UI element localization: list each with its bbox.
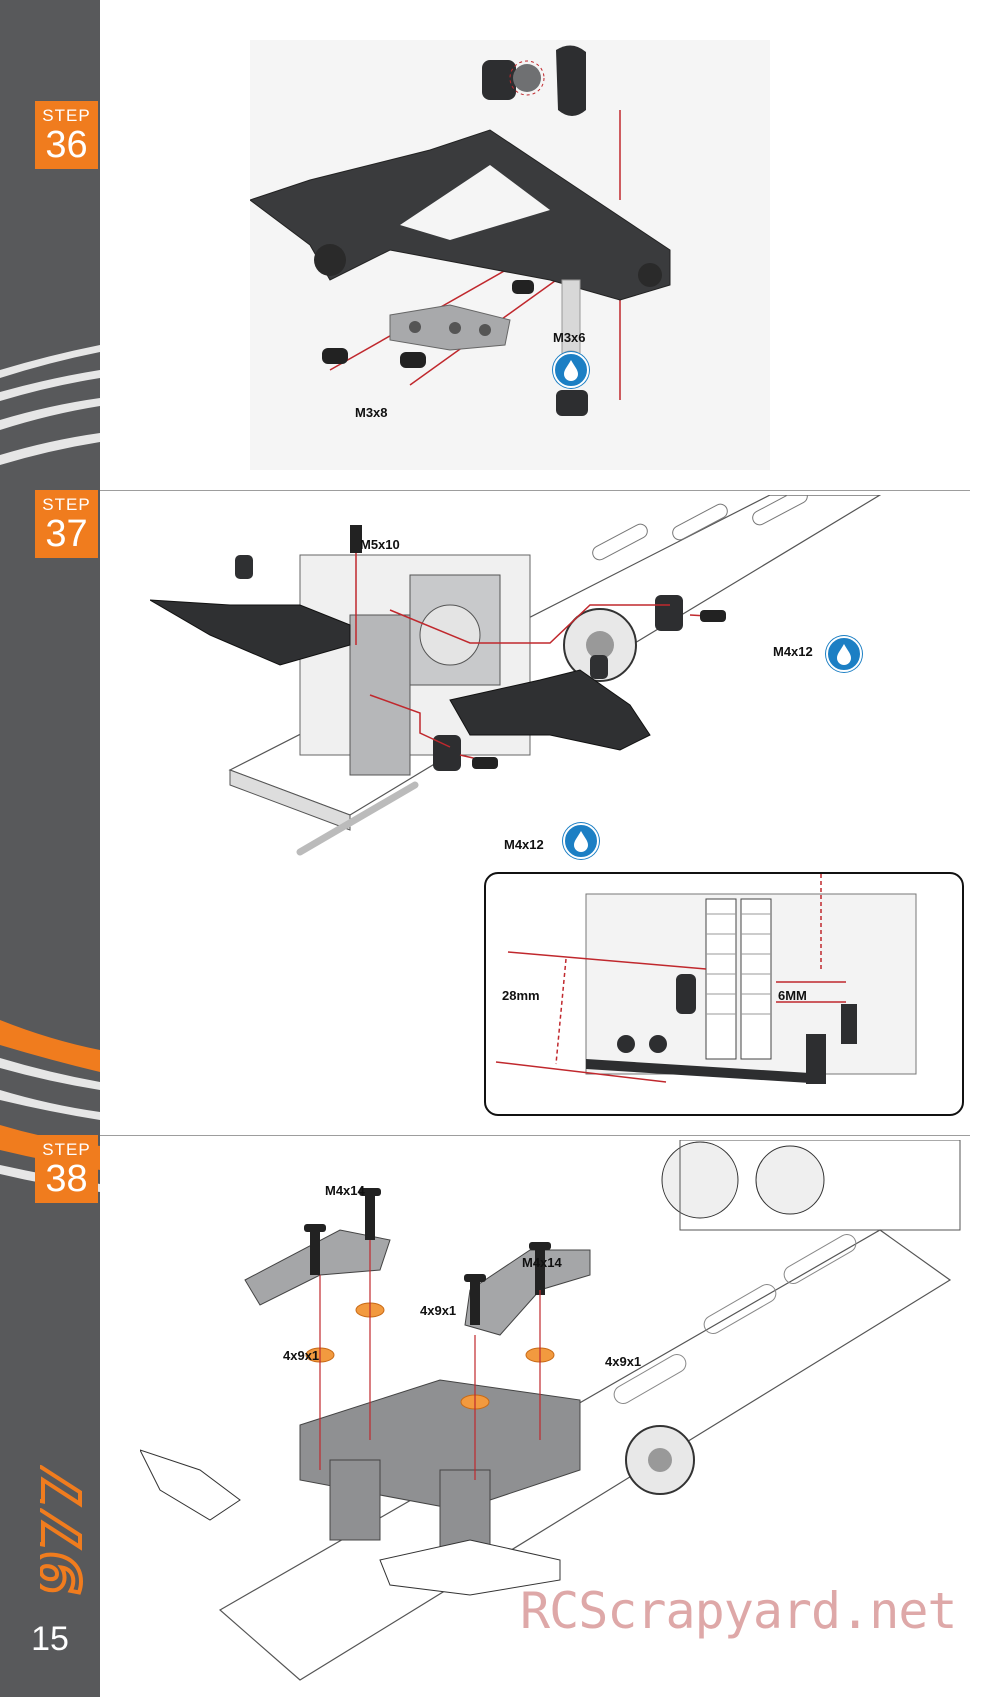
callout-washer-3: 4x9x1 <box>605 1354 642 1369</box>
step-badge-36: STEP 36 <box>35 101 98 169</box>
thread-lock-icon <box>826 636 862 672</box>
callout-m4x12-upper: M4x12 <box>773 644 813 659</box>
logo-977-icon: 977 <box>20 1463 97 1597</box>
callout-m4x14-left: M4x14 <box>325 1183 365 1198</box>
front-arm-icon <box>150 599 351 666</box>
brand-logo: 977 <box>20 1425 97 1600</box>
callout-m4x14-right: M4x14 <box>522 1255 562 1270</box>
step36-illustration <box>250 40 770 470</box>
screw-icon <box>322 280 534 368</box>
sidebar: STEP 36 STEP 37 STEP 38 977 15 <box>0 0 100 1697</box>
sidebar-stripes <box>0 345 100 1192</box>
step38-chassis-illustration <box>140 1140 961 1681</box>
ball-stud-icon <box>561 279 581 361</box>
step-number: 37 <box>45 513 88 555</box>
callout-m3x8: M3x8 <box>355 405 388 420</box>
step-label: STEP <box>42 495 91 514</box>
logo-text: 977 <box>40 1465 90 1595</box>
dimension-6mm: 6MM <box>778 988 807 1003</box>
callout-m5x10: M5x10 <box>360 537 400 552</box>
rear-arm-icon <box>449 669 651 751</box>
thread-lock-icon <box>553 352 589 388</box>
step-label: STEP <box>42 106 91 125</box>
step37-chassis-illustration <box>150 495 882 856</box>
step-number: 38 <box>45 1158 88 1200</box>
ride-height-detail <box>495 874 917 1084</box>
ball-cup-icon <box>482 60 516 100</box>
page-number: 15 <box>31 1620 69 1658</box>
thread-lock-icon <box>563 823 599 859</box>
step-badge-38: STEP 38 <box>35 1135 98 1203</box>
callout-washer-2: 4x9x1 <box>283 1348 320 1363</box>
callout-washer-1: 4x9x1 <box>420 1303 457 1318</box>
step-divider <box>100 490 970 491</box>
dimension-28mm: 28mm <box>502 988 540 1003</box>
detail-inset: 28mm 6MM <box>484 872 964 1116</box>
step-divider <box>100 1135 970 1136</box>
step-label: STEP <box>42 1140 91 1159</box>
callout-m3x6: M3x6 <box>553 330 586 345</box>
callout-m4x12-lower: M4x12 <box>504 837 544 852</box>
step-badge-37: STEP 37 <box>35 490 98 558</box>
watermark: RCScrapyard.net <box>520 1582 958 1640</box>
step-number: 36 <box>45 124 88 166</box>
